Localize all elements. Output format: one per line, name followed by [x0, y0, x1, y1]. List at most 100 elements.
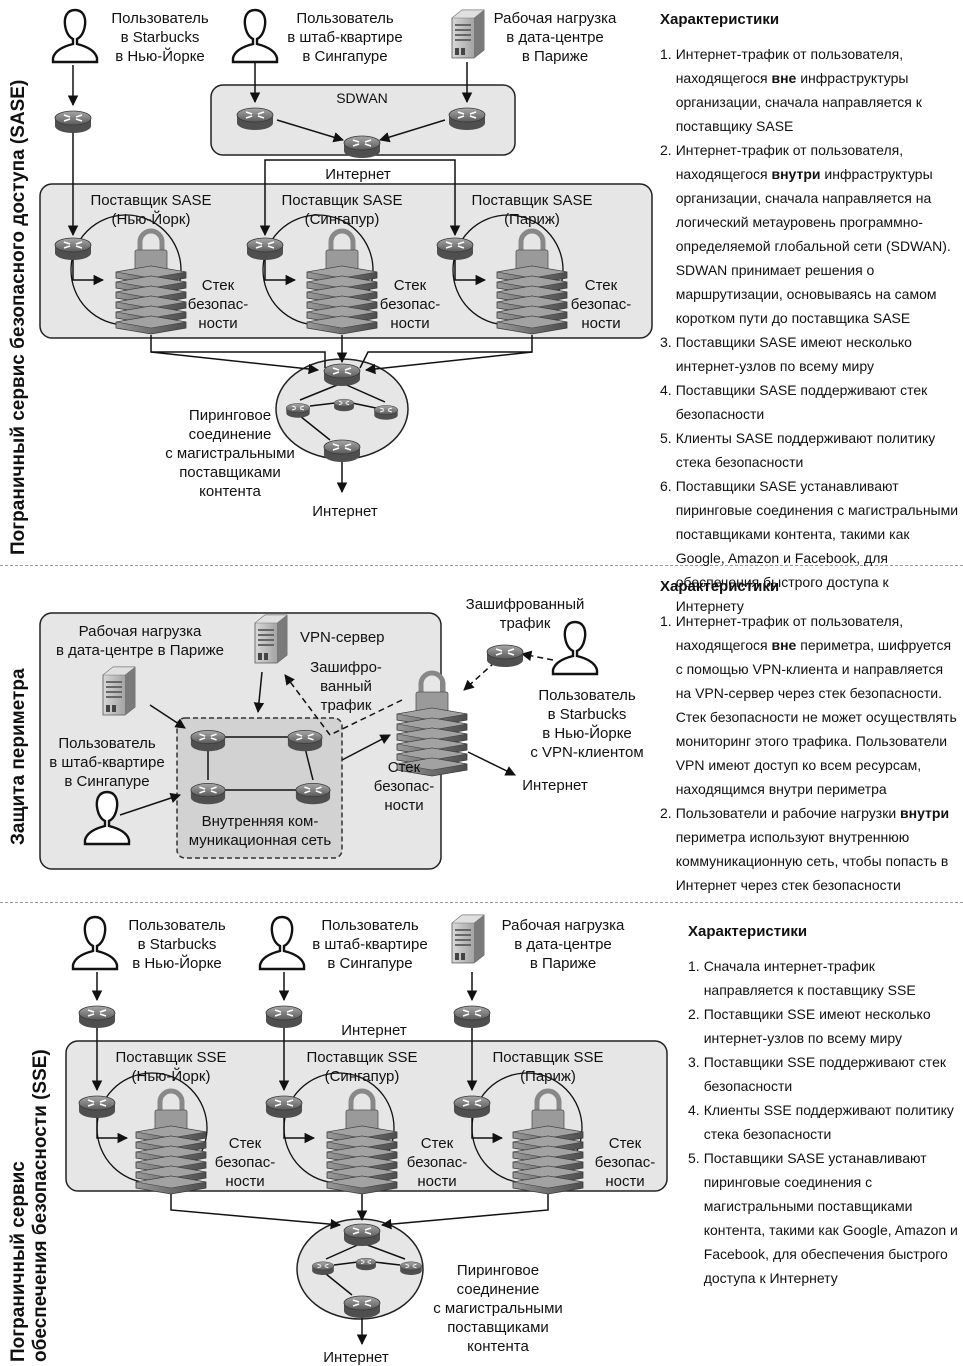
vpn-to-internal-arrow — [253, 671, 265, 714]
sase-user-hq-icon — [231, 8, 279, 64]
sse-security-stack-paris-icon — [512, 1088, 584, 1195]
workload-to-internal-arrow — [149, 704, 186, 729]
sse-stack-paris-to-peering-arrow — [380, 1193, 549, 1230]
section-divider-2 — [0, 902, 963, 903]
sase-peer-link — [309, 402, 336, 407]
characteristic-number: 5. — [660, 430, 672, 446]
vpn-server-icon — [254, 614, 288, 664]
internal-to-stack-arrow — [341, 734, 391, 761]
characteristic-item: 1.Интернет-трафик от пользователя, наход… — [660, 609, 960, 801]
sse-workload-server-icon — [451, 914, 485, 964]
sse-peering-right-router-icon — [399, 1261, 423, 1275]
sase-provider-sg-label: Поставщик SASE(Сингапур) — [281, 192, 402, 228]
perimeter-remote-router-icon — [486, 644, 524, 667]
sase-peer-link — [351, 402, 377, 409]
characteristic-number: 5. — [688, 1150, 700, 1166]
characteristic-number: 1. — [660, 613, 672, 629]
vpn-server-label: VPN-сервер — [300, 629, 385, 646]
characteristic-text: Клиенты SASE поддерживают политику стека… — [675, 430, 936, 470]
characteristic-number: 4. — [688, 1102, 700, 1118]
sase-peering-right-router-icon — [374, 405, 398, 420]
sse-security-stack-ny-icon — [135, 1088, 207, 1195]
characteristic-text: Интернет-трафик от пользователя, находящ… — [675, 46, 922, 134]
sase-provider-inner-arrow-sg — [264, 258, 297, 286]
perimeter-workload-server-icon — [102, 666, 136, 716]
characteristic-number: 4. — [660, 382, 672, 398]
sse-peer-link — [333, 1261, 359, 1266]
router-to-stack-dashed-arrow — [463, 661, 496, 691]
sase-provider-inner-arrow-ny — [72, 258, 105, 286]
sase-peering-top-router-icon — [323, 363, 361, 386]
sase-peer-link — [341, 382, 386, 403]
characteristic-item: 2.Поставщики SSE имеют несколько интерне… — [688, 1002, 960, 1050]
sse-provider-inner-arrow-ny — [96, 1116, 129, 1144]
perimeter-characteristics-heading: Характеристики — [660, 578, 780, 595]
sse-user-ny-icon — [71, 915, 119, 971]
characteristic-item: 1.Сначала интернет-трафик направляется к… — [688, 954, 960, 1002]
sse-stack-ny-to-peering-arrow — [170, 1193, 342, 1230]
sase-stack-paris-to-peering-arrow — [364, 351, 533, 375]
characteristic-text: Интернет-трафик от пользователя, находящ… — [675, 142, 951, 326]
sse-internet-label: Интернет — [341, 1022, 407, 1039]
characteristic-item: 5.Клиенты SASE поддерживают политику сте… — [660, 426, 960, 474]
sase-security-stack-ny-icon — [115, 228, 187, 335]
sse-provider-router-sg-icon — [265, 1095, 303, 1118]
sase-internet-to-paris-arrow — [362, 159, 461, 237]
sse-provider-sg-label: Поставщик SSE(Сингапур) — [306, 1049, 417, 1085]
sse-peer-link — [325, 1242, 363, 1260]
user-hq-to-internal-arrow — [119, 793, 181, 816]
characteristic-number: 6. — [660, 478, 672, 494]
characteristic-number: 2. — [660, 805, 672, 821]
sse-characteristics: Характеристики 1.Сначала интернет-трафик… — [688, 920, 960, 1290]
sase-stack-ny-to-peering-arrow — [150, 351, 320, 375]
sase-internet-label: Интернет — [325, 166, 391, 183]
sse-peer-link — [325, 1273, 353, 1296]
sase-provider-router-ny-icon — [54, 237, 92, 260]
characteristic-text: Поставщики SASE устанавливают пиринговые… — [703, 1150, 958, 1286]
sase-provider-router-paris-icon — [436, 237, 474, 260]
sdwan-left-router-icon — [236, 107, 274, 130]
sse-peering-center-router-icon — [355, 1257, 377, 1271]
perimeter-security-stack-icon — [396, 670, 468, 777]
sse-peer-link — [361, 1242, 406, 1260]
characteristic-item: 5.Поставщики SASE устанавливают пирингов… — [688, 1146, 960, 1290]
perimeter-internet-label: Интернет — [522, 777, 588, 794]
characteristic-item: 6.Поставщики SASE устанавливают пирингов… — [660, 474, 960, 618]
characteristic-item: 4.Клиенты SSE поддерживают политику стек… — [688, 1098, 960, 1146]
sse-provider-router-paris-icon — [453, 1095, 491, 1118]
characteristic-text: Поставщики SASE устанавливают пиринговые… — [675, 478, 959, 614]
internal-router-bl-icon — [190, 782, 226, 805]
internal-network-box — [176, 717, 343, 859]
characteristic-text: Поставщики SASE имеют несколько интернет… — [675, 334, 912, 374]
characteristic-item: 3.Поставщики SASE имеют несколько интерн… — [660, 330, 960, 378]
characteristic-number: 1. — [688, 958, 700, 974]
sase-provider-inner-arrow-paris — [454, 258, 487, 286]
sase-provider-paris-label: Поставщик SASE(Париж) — [471, 192, 592, 228]
sase-stack-ny-link — [150, 335, 326, 368]
sase-internet-bottom-label: Интернет — [312, 503, 378, 520]
perimeter-user-hq-icon — [83, 790, 131, 846]
nodes — [51, 8, 599, 1318]
sase-characteristics-list: 1.Интернет-трафик от пользователя, наход… — [660, 42, 960, 618]
sdwan-right-router-icon — [448, 107, 486, 130]
sase-user-ny-icon — [51, 8, 99, 64]
sase-provider-router-sg-icon — [246, 237, 284, 260]
characteristic-text: Поставщики SSE имеют несколько интернет-… — [703, 1006, 931, 1046]
perimeter-characteristics: Характеристики 1.Интернет-трафик от поль… — [660, 575, 960, 897]
sse-provider-inner-arrow-paris — [471, 1116, 504, 1144]
sase-provider-ny-label: Поставщик SASE(Нью-Йорк) — [90, 192, 211, 228]
